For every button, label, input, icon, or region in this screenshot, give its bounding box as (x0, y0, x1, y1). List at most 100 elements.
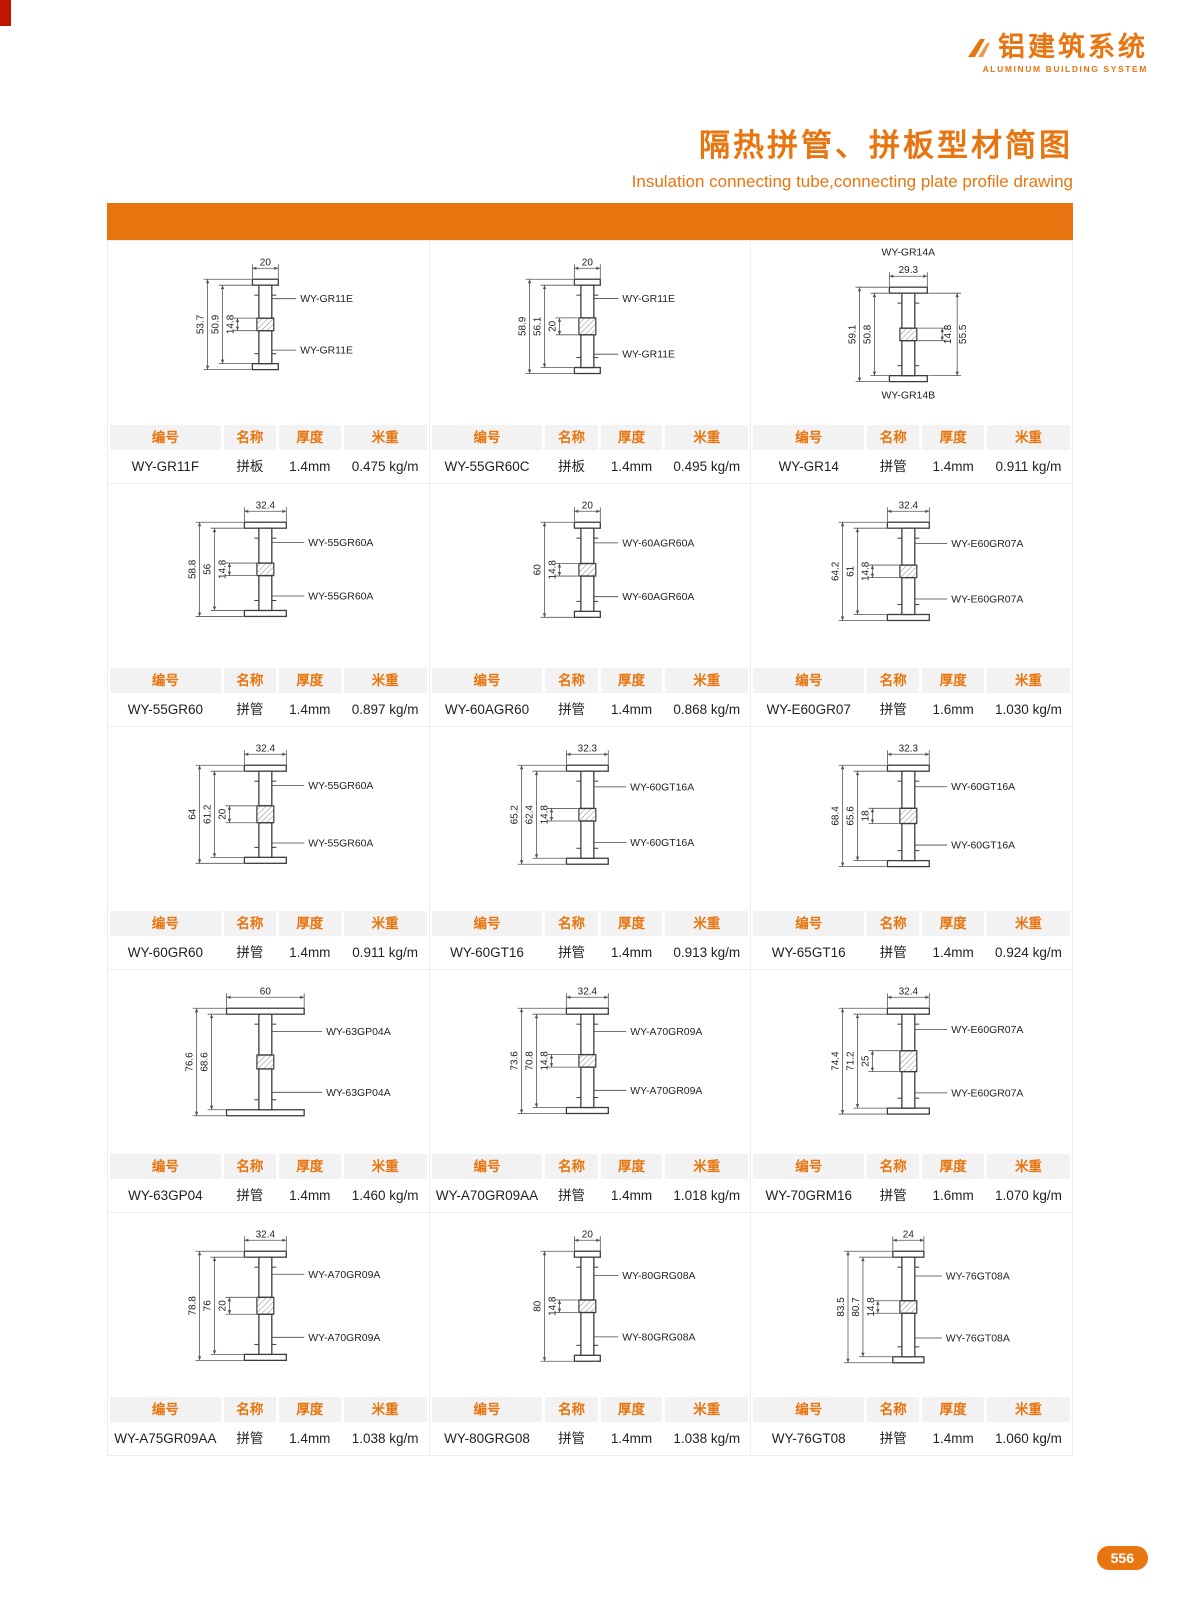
profile-code: WY-80GRG08 (431, 1422, 543, 1455)
svg-text:14.8: 14.8 (217, 559, 228, 579)
profile-code: WY-A70GR09AA (431, 1179, 543, 1212)
col-header-code: 编号 (110, 425, 221, 450)
svg-text:14.8: 14.8 (539, 1051, 550, 1071)
profile-thickness: 1.4mm (279, 936, 341, 969)
svg-text:WY-E60GR07A: WY-E60GR07A (952, 595, 1024, 606)
col-header-name: 名称 (223, 1154, 277, 1179)
page-subtitle: Insulation connecting tube,connecting pl… (631, 172, 1073, 191)
svg-text:WY-A70GR09A: WY-A70GR09A (630, 1086, 702, 1097)
profile-name: 拼管 (223, 936, 277, 969)
info-header-row: 编号 名称 厚度 米重 (751, 668, 1072, 693)
profile-weight: 1.460 kg/m (343, 1179, 427, 1212)
svg-text:WY-60GT16A: WY-60GT16A (630, 838, 694, 849)
logo-swoosh-icon (968, 38, 990, 57)
col-header-name: 名称 (867, 1397, 920, 1422)
col-header-code: 编号 (431, 911, 543, 936)
col-header-thickness: 厚度 (279, 911, 341, 936)
profile-name: 拼管 (867, 936, 920, 969)
brand-logo: 铝建筑系统 ALUMINUM BUILDING SYSTEM (966, 34, 1148, 74)
svg-text:WY-60GT16A: WY-60GT16A (951, 782, 1015, 793)
svg-text:14.8: 14.8 (866, 1297, 877, 1317)
svg-text:50.9: 50.9 (211, 314, 222, 334)
profile-thickness: 1.4mm (600, 1179, 663, 1212)
svg-text:14.8: 14.8 (539, 805, 550, 825)
svg-text:56.1: 56.1 (532, 316, 543, 336)
svg-text:WY-76GT08A: WY-76GT08A (946, 1333, 1010, 1344)
profile-weight: 0.911 kg/m (986, 450, 1070, 483)
info-value-row: WY-80GRG08 拼管 1.4mm 1.038 kg/m (430, 1422, 751, 1455)
svg-text:20: 20 (547, 320, 558, 332)
col-header-weight: 米重 (986, 668, 1070, 693)
profile-name: 拼管 (223, 1422, 277, 1455)
col-header-name: 名称 (867, 668, 920, 693)
profile-weight: 0.911 kg/m (343, 936, 427, 969)
svg-text:32.3: 32.3 (577, 743, 597, 754)
profile-name: 拼板 (545, 450, 598, 483)
info-header-row: 编号 名称 厚度 米重 (430, 1397, 751, 1422)
title-block: 隔热拼管、拼板型材简图 Insulation connecting tube,c… (632, 120, 1073, 192)
svg-text:74.4: 74.4 (831, 1051, 842, 1071)
info-header-row: 编号 名称 厚度 米重 (751, 1397, 1072, 1422)
profile-thickness: 1.4mm (600, 936, 663, 969)
col-header-weight: 米重 (665, 425, 749, 450)
info-value-row: WY-70GRM16 拼管 1.6mm 1.070 kg/m (751, 1179, 1072, 1212)
col-header-thickness: 厚度 (279, 1154, 341, 1179)
col-header-code: 编号 (110, 1154, 221, 1179)
svg-text:WY-80GRG08A: WY-80GRG08A (622, 1332, 695, 1343)
section-divider-bar (107, 203, 1073, 240)
profile-thickness: 1.6mm (922, 693, 984, 726)
svg-text:20: 20 (581, 1229, 593, 1240)
profile-name: 拼管 (545, 693, 598, 726)
col-header-thickness: 厚度 (279, 1397, 341, 1422)
profile-code: WY-E60GR07 (753, 693, 865, 726)
info-value-row: WY-60AGR60 拼管 1.4mm 0.868 kg/m (430, 693, 751, 726)
col-header-thickness: 厚度 (600, 1397, 663, 1422)
info-value-row: WY-60GR60 拼管 1.4mm 0.911 kg/m (108, 936, 429, 969)
svg-text:WY-76GT08A: WY-76GT08A (946, 1271, 1010, 1282)
svg-text:WY-E60GR07A: WY-E60GR07A (952, 1025, 1024, 1036)
profile-code: WY-76GT08 (753, 1422, 865, 1455)
col-header-name: 名称 (223, 911, 277, 936)
info-value-row: WY-GR14 拼管 1.4mm 0.911 kg/m (751, 450, 1072, 483)
info-value-row: WY-60GT16 拼管 1.4mm 0.913 kg/m (430, 936, 751, 969)
svg-text:78.8: 78.8 (188, 1296, 199, 1316)
svg-text:53.7: 53.7 (196, 314, 207, 334)
svg-text:68.6: 68.6 (200, 1052, 211, 1072)
svg-text:65.6: 65.6 (846, 806, 857, 826)
profile-thickness: 1.4mm (922, 936, 984, 969)
col-header-code: 编号 (753, 1397, 865, 1422)
svg-text:83.5: 83.5 (836, 1297, 847, 1317)
info-header-row: 编号 名称 厚度 米重 (751, 911, 1072, 936)
col-header-name: 名称 (545, 911, 598, 936)
svg-text:61: 61 (846, 565, 857, 577)
profile-code: WY-A75GR09AA (110, 1422, 221, 1455)
col-header-weight: 米重 (665, 668, 749, 693)
profile-weight: 0.475 kg/m (343, 450, 427, 483)
profile-code: WY-GR11F (110, 450, 221, 483)
svg-text:14.8: 14.8 (225, 314, 236, 334)
info-value-row: WY-GR11F 拼板 1.4mm 0.475 kg/m (108, 450, 429, 483)
svg-text:14.8: 14.8 (861, 561, 872, 581)
info-value-row: WY-A75GR09AA 拼管 1.4mm 1.038 kg/m (108, 1422, 429, 1455)
svg-text:32.4: 32.4 (899, 500, 919, 511)
profile-weight: 1.038 kg/m (665, 1422, 749, 1455)
svg-text:WY-60AGR60A: WY-60AGR60A (622, 538, 694, 549)
profile-thickness: 1.4mm (922, 450, 984, 483)
svg-text:32.3: 32.3 (899, 743, 919, 754)
svg-text:64: 64 (188, 808, 199, 820)
col-header-name: 名称 (867, 911, 920, 936)
info-header-row: 编号 名称 厚度 米重 (108, 911, 429, 936)
svg-text:32.4: 32.4 (577, 986, 597, 997)
col-header-name: 名称 (545, 1397, 598, 1422)
